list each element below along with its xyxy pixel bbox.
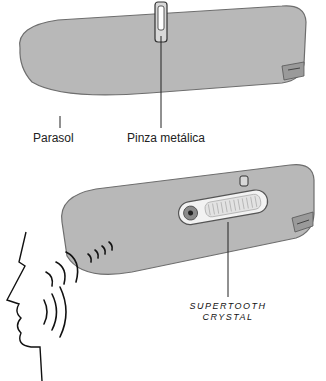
part-label: Parasol [33,131,74,145]
sound-waves [44,242,112,337]
metal-clip [240,176,248,186]
part-label: Pinza metálica [127,131,205,145]
grille-line [208,204,210,215]
speakerphone-device [177,188,270,226]
leader-line [60,116,61,128]
face-profile [7,232,42,381]
sun-visor [20,6,306,95]
visor-hinge-detail [288,68,300,70]
grille-line [230,201,232,212]
grille-line [213,204,215,215]
grille-line [251,197,253,208]
grille-line [246,198,248,209]
grille-line [217,203,219,214]
metal-clip-inner [158,6,164,30]
brand-label: SUPERTOOTH CRYSTAL [178,301,278,323]
grille-line [255,196,257,207]
grille-line [242,198,244,209]
sun-visor [62,165,314,275]
visor-hinge [282,62,304,80]
grille-line [234,200,236,211]
leader-line [228,222,229,297]
grille-line [221,202,223,213]
visor-hinge-detail [297,220,309,224]
grille-line [225,201,227,212]
leader-line [161,36,162,128]
grille-line [238,199,240,210]
visor-hinge [292,212,313,232]
